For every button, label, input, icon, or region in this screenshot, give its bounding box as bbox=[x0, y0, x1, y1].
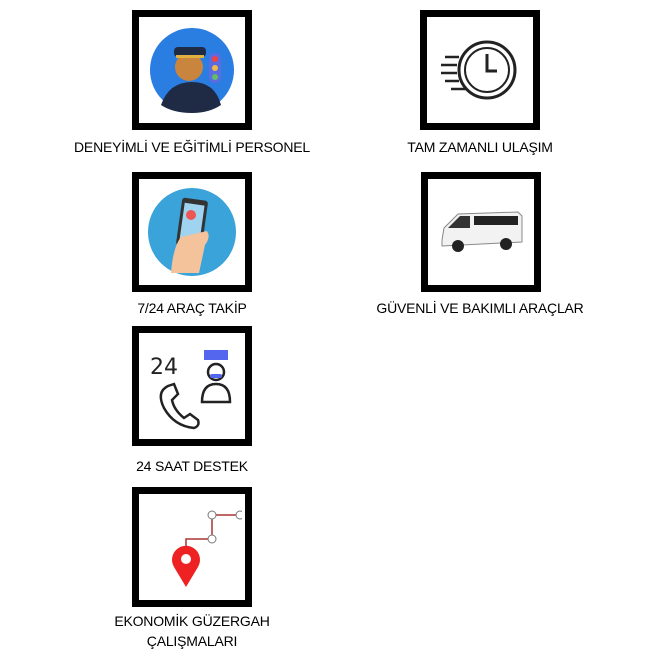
feature-tile-tracking bbox=[132, 172, 252, 292]
feature-tile-route bbox=[132, 487, 252, 607]
feature-label: 24 SAAT DESTEK bbox=[136, 458, 248, 474]
route-pin-icon bbox=[172, 510, 242, 587]
feature-label: DENEYİMLİ VE EĞİTİMLİ PERSONEL bbox=[74, 139, 310, 155]
feature-label: TAM ZAMANLI ULAŞIM bbox=[407, 139, 553, 155]
chauffeur-icon bbox=[150, 28, 234, 113]
support-icon: 24 bbox=[150, 350, 232, 430]
feature-tile-vehicles bbox=[421, 172, 541, 292]
feature-tile-personnel bbox=[132, 10, 252, 130]
feature-label: GÜVENLİ VE BAKIMLI ARAÇLAR bbox=[376, 300, 584, 316]
feature-tile-support: 24 bbox=[132, 326, 252, 446]
minibus-icon bbox=[441, 211, 523, 252]
feature-label-line2: ÇALIŞMALARI bbox=[146, 633, 238, 649]
feature-label: 7/24 ARAÇ TAKİP bbox=[137, 300, 247, 316]
feature-tile-full-time bbox=[420, 10, 540, 130]
feature-label-line1: EKONOMİK GÜZERGAH bbox=[114, 613, 270, 629]
phone-map-icon bbox=[148, 188, 236, 276]
clock-icon bbox=[441, 40, 517, 100]
support-badge: 24 bbox=[150, 355, 178, 380]
